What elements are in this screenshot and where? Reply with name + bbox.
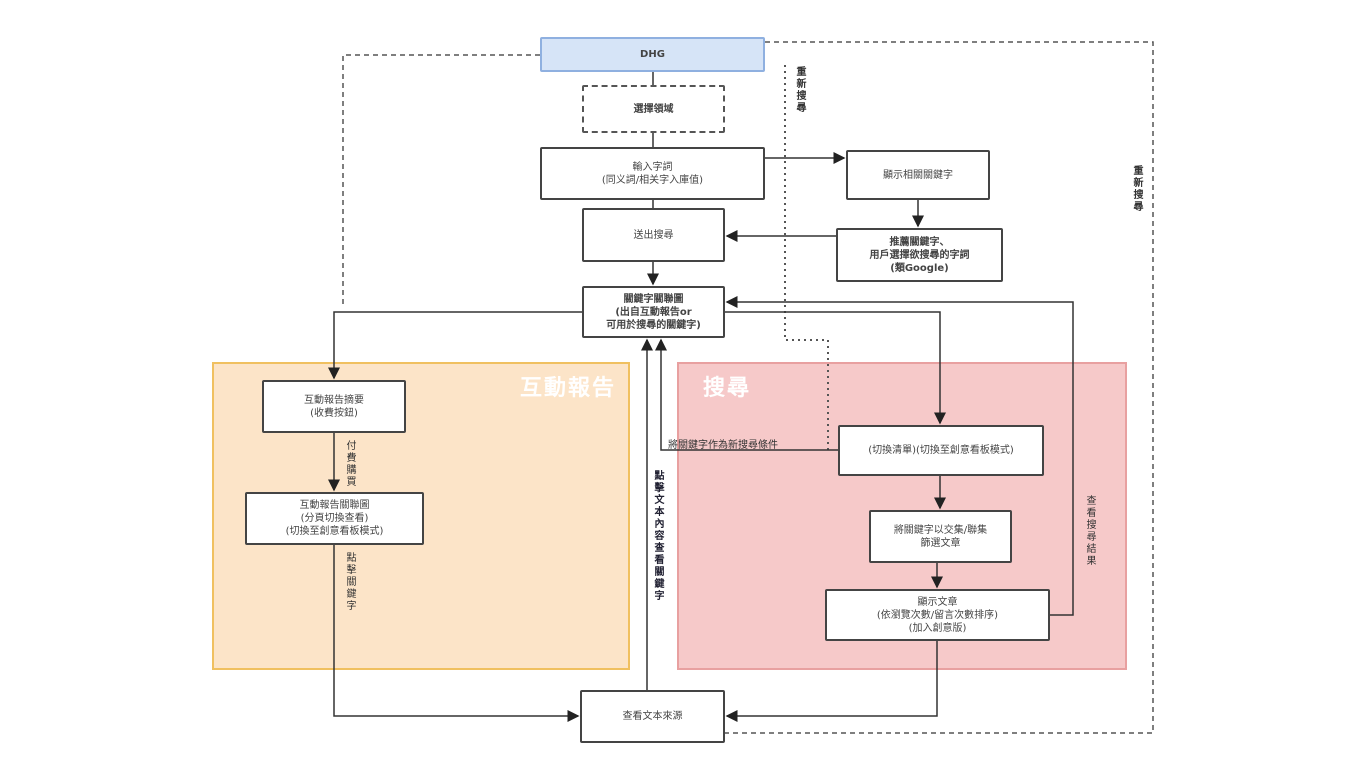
report-graph-line1: 互動報告關聯圖 — [299, 500, 370, 511]
dashed-right-loop — [725, 41, 1154, 734]
show-articles-line1: 顯示文章 — [917, 596, 958, 608]
recommend-line3: (類Google) — [890, 262, 949, 274]
edge-label-click-text: 點擊文本內容查看關鍵字 — [652, 470, 663, 602]
switch-list-label: (切換清單)(切換至創意看板模式) — [868, 445, 1014, 456]
dhg-node[interactable]: DHG — [540, 37, 765, 72]
show-related-node[interactable]: 顯示相關關鍵字 — [846, 150, 990, 200]
filter-articles-line2: 篩選文章 — [920, 537, 961, 549]
report-graph-node[interactable]: 互動報告關聯圖 (分頁切換查看) (切換至創意看板模式) — [245, 492, 424, 545]
show-related-label: 顯示相關關鍵字 — [883, 169, 953, 181]
keyword-graph-line2: (出自互動報告or — [615, 306, 692, 318]
keyword-graph-line3: 可用於搜尋的關鍵字) — [606, 319, 701, 331]
show-articles-node[interactable]: 顯示文章 (依瀏覽次數/留言次數排序) (加入創意版) — [825, 589, 1050, 641]
filter-articles-node[interactable]: 將關鍵字以交集/聯集 篩選文章 — [869, 510, 1012, 563]
report-summary-node[interactable]: 互動報告摘要 (收費按鈕) — [262, 380, 406, 433]
dashed-left-loop — [342, 54, 540, 305]
report-graph-line2: (分頁切換查看) — [300, 513, 369, 524]
select-domain-label: 選擇領域 — [633, 103, 674, 115]
submit-search-label: 送出搜尋 — [633, 229, 674, 241]
dotted-research-path — [784, 65, 829, 450]
edge-label-research-1: 重新搜尋 — [794, 66, 805, 114]
dhg-label: DHG — [640, 49, 665, 60]
report-summary-line1: 互動報告摘要 — [304, 394, 364, 406]
edge-label-view-results: 查看搜尋結果 — [1084, 495, 1095, 567]
filter-articles-line1: 將關鍵字以交集/聯集 — [893, 524, 988, 536]
recommend-line1: 推薦關鍵字、 — [889, 236, 950, 248]
recommend-node[interactable]: 推薦關鍵字、 用戶選擇欲搜尋的字詞 (類Google) — [836, 228, 1003, 282]
view-source-node[interactable]: 查看文本來源 — [580, 690, 725, 743]
input-terms-line2: (同义詞/相关字入庫值) — [601, 174, 704, 186]
edge-label-pay: 付費購買 — [344, 440, 355, 488]
input-terms-line1: 輸入字詞 — [632, 161, 673, 173]
select-domain-node[interactable]: 選擇領域 — [582, 85, 725, 133]
switch-list-node[interactable]: (切換清單)(切換至創意看板模式) — [838, 425, 1044, 476]
keyword-graph-line1: 關鍵字關聯圖 — [623, 293, 684, 305]
search-title: 搜尋 — [703, 376, 752, 401]
report-graph-line3: (切換至創意看板模式) — [285, 526, 384, 537]
edge-label-research-2: 重新搜尋 — [1131, 165, 1142, 213]
submit-search-node[interactable]: 送出搜尋 — [582, 208, 725, 262]
show-articles-line3: (加入創意版) — [908, 622, 967, 634]
input-terms-node[interactable]: 輸入字詞 (同义詞/相关字入庫值) — [540, 147, 765, 200]
show-articles-line2: (依瀏覽次數/留言次數排序) — [876, 609, 999, 621]
edge-label-new-search-condition: 將關鍵字作為新搜尋條件 — [668, 440, 778, 451]
edge-label-click-keyword: 點擊關鍵字 — [344, 552, 355, 612]
recommend-line2: 用戶選擇欲搜尋的字詞 — [869, 249, 970, 261]
interactive-report-title: 互動報告 — [519, 376, 616, 401]
report-summary-line2: (收費按鈕) — [310, 407, 358, 419]
keyword-graph-node[interactable]: 關鍵字關聯圖 (出自互動報告or 可用於搜尋的關鍵字) — [582, 286, 725, 338]
view-source-label: 查看文本來源 — [622, 711, 683, 722]
